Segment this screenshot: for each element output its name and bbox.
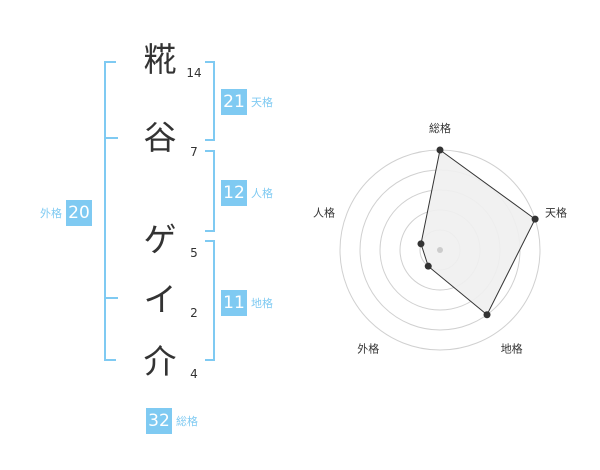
jinkaku-value: 12 [221, 180, 247, 206]
radar-points [417, 146, 539, 319]
stroke-count-given-3: 4 [190, 367, 198, 381]
name-char-given-2: イ [143, 280, 177, 319]
jinkaku-score: 12 人格 [221, 180, 273, 206]
radar-point-4 [424, 262, 432, 270]
radar-axis-label-3: 地格 [501, 342, 523, 356]
soukaku-value: 32 [146, 408, 172, 434]
radar-axis-label-1: 総格 [429, 121, 451, 135]
radar-axis-label-4: 外格 [357, 342, 379, 356]
radar-point-5 [417, 240, 425, 248]
name-char-surname-1: 糀 [143, 40, 177, 79]
tenkaku-value: 21 [221, 89, 247, 115]
tenkaku-label: 天格 [251, 96, 273, 109]
jinkaku-bracket [205, 150, 215, 232]
gaikaku-bracket [104, 61, 116, 361]
radar-point-2 [531, 215, 539, 223]
radar-center-dot [437, 247, 443, 253]
soukaku-score: 32 総格 [146, 408, 198, 434]
radar-data-area [420, 149, 536, 316]
gaikaku-bracket-tick-top [106, 137, 118, 139]
gaikaku-value: 20 [66, 200, 92, 226]
chikaku-score: 11 地格 [221, 290, 273, 316]
radar-point-3 [483, 311, 491, 319]
tenkaku-score: 21 天格 [221, 89, 273, 115]
stroke-count-surname-1: 14 [186, 66, 202, 80]
soukaku-label: 総格 [176, 415, 198, 428]
radar-axis-label-2: 天格 [545, 205, 567, 219]
radar-axis-label-5: 人格 [313, 205, 335, 219]
name-char-given-3: 介 [143, 342, 177, 381]
stroke-count-surname-2: 7 [190, 145, 198, 159]
stroke-count-given-1: 5 [190, 246, 198, 260]
gaikaku-bracket-tick-bottom [106, 297, 118, 299]
chikaku-value: 11 [221, 290, 247, 316]
radar-point-1 [436, 146, 444, 154]
stroke-count-given-2: 2 [190, 306, 198, 320]
jinkaku-label: 人格 [251, 187, 273, 200]
name-char-given-1: ゲ [143, 220, 177, 259]
name-char-surname-2: 谷 [143, 118, 177, 157]
chikaku-label: 地格 [251, 297, 273, 310]
gaikaku-score: 外格 20 [40, 200, 92, 226]
tenkaku-bracket [205, 61, 215, 141]
chikaku-bracket [205, 240, 215, 361]
gaikaku-label: 外格 [40, 207, 62, 220]
